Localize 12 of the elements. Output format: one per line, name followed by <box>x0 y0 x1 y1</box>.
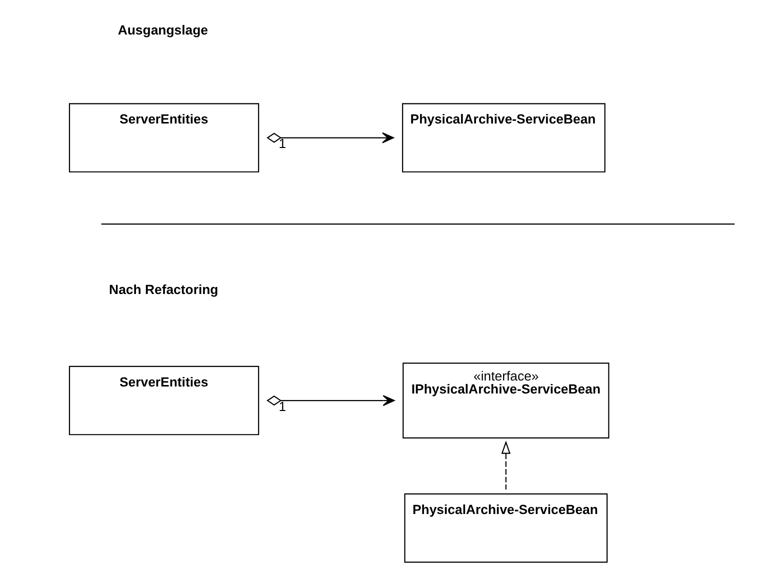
arrow <box>266 395 395 406</box>
node-box: PhysicalArchive-ServiceBean <box>404 493 608 563</box>
edge-label: 1 <box>278 398 286 414</box>
edge-label: 1 <box>278 136 286 152</box>
arrow <box>501 440 511 490</box>
label: Nach Refactoring <box>109 282 218 298</box>
arrow <box>266 132 394 144</box>
node-box: PhysicalArchive-ServiceBean <box>402 103 606 172</box>
label: Ausgangslage <box>118 22 208 38</box>
node-box: «interface» IPhysicalArchive-ServiceBean <box>402 362 610 438</box>
node-box: ServerEntities <box>68 103 260 172</box>
node-box: ServerEntities <box>68 366 260 436</box>
